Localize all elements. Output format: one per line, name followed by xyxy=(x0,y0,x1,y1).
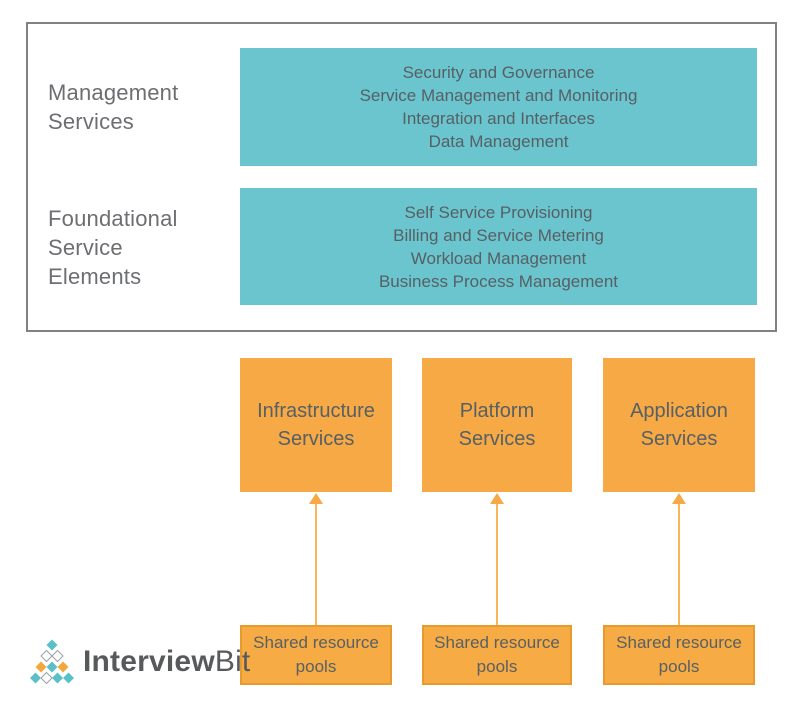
foundational-box-item: Self Service Provisioning xyxy=(404,202,593,222)
pool-box-label-line: Shared resource xyxy=(616,633,742,652)
arrow-up-infrastructure xyxy=(308,493,324,625)
arrow-up-platform xyxy=(489,493,505,625)
service-box-label-line: Services xyxy=(458,428,536,450)
shared-resource-pools-box-2: Shared resource pools xyxy=(422,625,572,685)
service-box-label-line: Infrastructure xyxy=(257,400,375,422)
management-frame: Management Services Foundational Service… xyxy=(26,22,777,332)
management-box-item: Integration and Interfaces xyxy=(402,109,595,128)
pool-box-label-line: Shared resource xyxy=(253,633,379,652)
foundational-box-item: Workload Management xyxy=(410,248,587,268)
service-box-label-line: Application xyxy=(630,400,728,422)
management-services-label: Management Services xyxy=(48,78,178,136)
brand-text-bold: Interview xyxy=(83,645,215,678)
interviewbit-pyramid-icon xyxy=(29,639,75,685)
arrow-line xyxy=(315,504,317,625)
arrow-head-icon xyxy=(490,493,504,504)
management-services-box: Security and Governance Service Manageme… xyxy=(240,48,757,166)
management-services-label-line: Management xyxy=(48,80,179,105)
service-box-label-line: Platform xyxy=(459,400,535,422)
shared-resource-pools-box-1: Shared resource pools xyxy=(240,625,392,685)
interviewbit-wordmark: InterviewBit xyxy=(83,645,250,679)
arrow-head-icon xyxy=(672,493,686,504)
platform-services-box: Platform Services xyxy=(422,358,572,492)
foundational-box-item: Business Process Management xyxy=(378,271,619,291)
foundational-box-item: Billing and Service Metering xyxy=(393,225,604,245)
foundational-label-line: Service xyxy=(48,235,123,260)
arrow-line xyxy=(496,504,498,625)
management-box-item: Data Management xyxy=(428,132,569,151)
shared-resource-pools-box-3: Shared resource pools xyxy=(603,625,755,685)
foundational-label-line: Foundational xyxy=(48,206,178,231)
pool-box-label-line: pools xyxy=(295,657,337,676)
infrastructure-services-box: Infrastructure Services xyxy=(240,358,392,492)
arrow-up-application xyxy=(671,493,687,625)
pool-box-label-line: pools xyxy=(476,657,518,676)
pool-box-label-line: pools xyxy=(658,657,700,676)
management-box-item: Service Management and Monitoring xyxy=(359,86,638,105)
arrow-line xyxy=(678,504,680,625)
foundational-label-line: Elements xyxy=(48,264,142,289)
brand-text-light: Bit xyxy=(214,645,251,678)
pool-box-label-line: Shared resource xyxy=(434,633,560,652)
application-services-box: Application Services xyxy=(603,358,755,492)
service-box-label-line: Services xyxy=(277,428,355,450)
service-box-label-line: Services xyxy=(640,428,718,450)
management-services-label-line: Services xyxy=(48,109,134,134)
management-box-item: Security and Governance xyxy=(402,63,595,82)
interviewbit-logo: InterviewBit xyxy=(29,636,250,688)
foundational-service-elements-label: Foundational Service Elements xyxy=(48,204,178,291)
foundational-service-elements-box: Self Service Provisioning Billing and Se… xyxy=(240,188,757,305)
arrow-head-icon xyxy=(309,493,323,504)
